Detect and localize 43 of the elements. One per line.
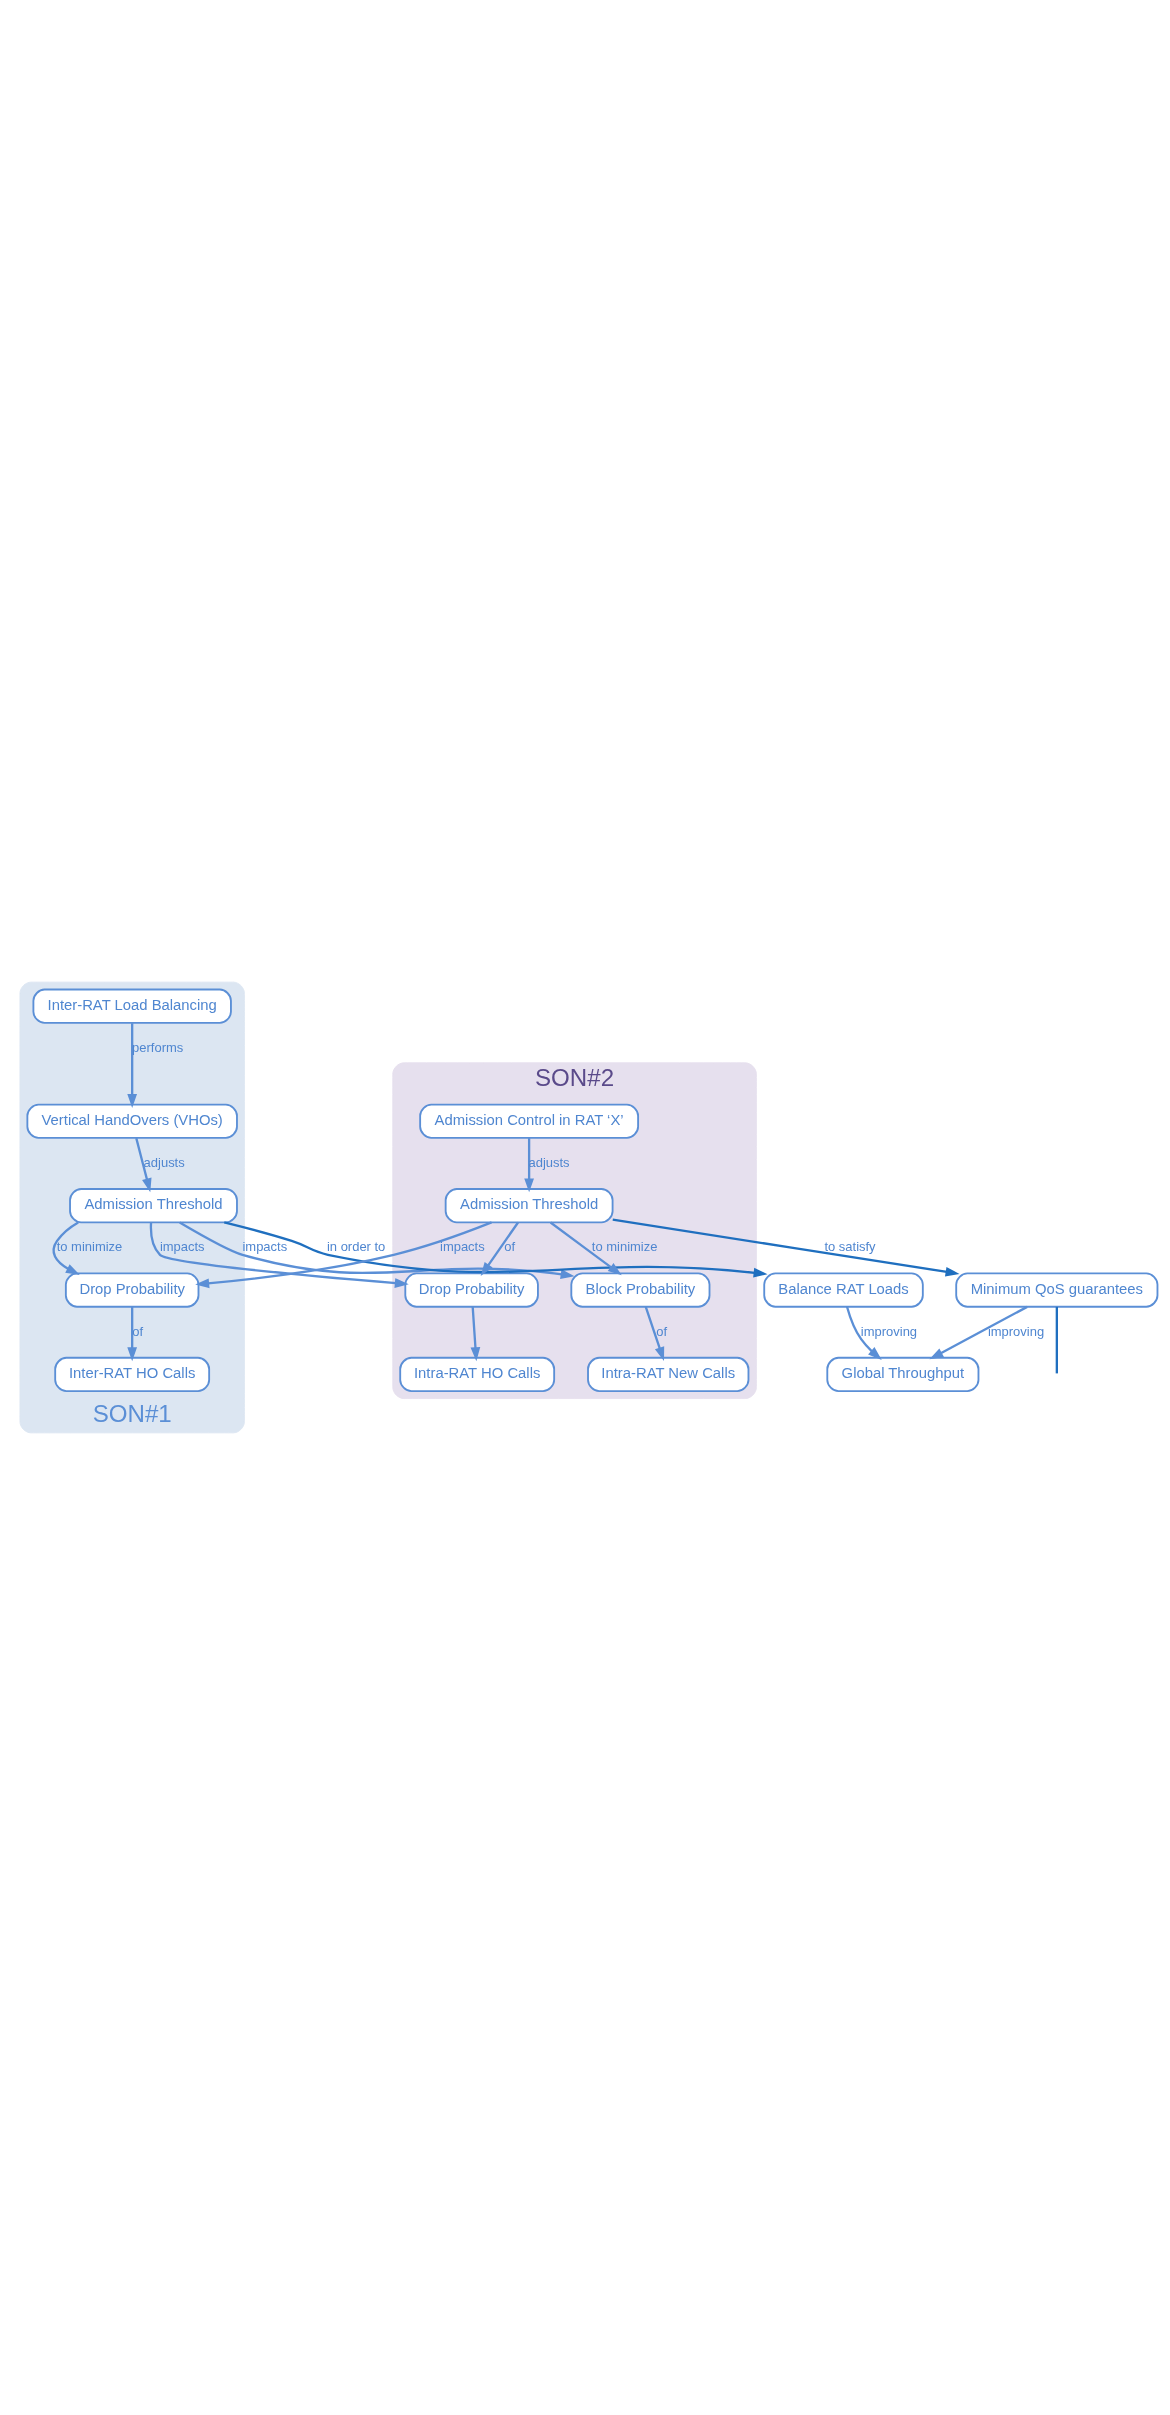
edge-label: of <box>656 1323 668 1339</box>
edge-label: to satisfy <box>824 1239 876 1255</box>
connector <box>1055 1306 1058 1374</box>
node-box: Minimum QoS guarantees <box>955 1272 1159 1308</box>
edge-label: to minimize <box>591 1239 658 1255</box>
arrow <box>524 1138 534 1193</box>
arrow <box>845 1306 882 1360</box>
edge-label: improving <box>860 1323 918 1339</box>
node-box: Admission Control in RAT ‘X’ <box>419 1103 640 1139</box>
arrow <box>224 1221 768 1278</box>
edge-label: impacts <box>440 1239 485 1255</box>
arrow <box>179 1221 575 1280</box>
node-box: Intra-RAT HO Calls <box>399 1356 556 1393</box>
edge-label: adjusts <box>143 1154 185 1170</box>
edge-label: impacts <box>242 1239 288 1255</box>
arrow <box>149 1222 409 1288</box>
arrow <box>480 1221 519 1277</box>
arrow <box>127 1023 138 1108</box>
node-box: Balance RAT Loads <box>763 1272 924 1308</box>
node-box: Inter-RAT Load Balancing <box>32 988 232 1024</box>
node-box: Drop Probability <box>404 1272 539 1308</box>
node-box: Vertical HandOvers (VHOs) <box>26 1103 238 1139</box>
node-box: Block Probability <box>570 1272 711 1308</box>
arrow <box>135 1137 152 1193</box>
arrow <box>644 1306 665 1361</box>
arrow <box>195 1221 492 1289</box>
node-box: Admission Threshold <box>69 1188 238 1224</box>
node-box: Inter-RAT HO Calls <box>54 1356 211 1393</box>
edge-label: in order to <box>326 1239 386 1255</box>
arrow <box>929 1305 1028 1360</box>
node-box: Drop Probability <box>64 1272 200 1308</box>
node-box: Global Throughput <box>826 1356 980 1393</box>
edge-label: to minimize <box>56 1239 123 1255</box>
edge-label: performs <box>132 1039 184 1055</box>
edge-label: impacts <box>159 1239 205 1255</box>
arrow <box>470 1306 481 1362</box>
arrow <box>549 1221 622 1276</box>
edge-label: improving <box>987 1323 1045 1339</box>
node-box: Admission Threshold <box>444 1188 614 1224</box>
edge-label: of <box>504 1239 516 1255</box>
arrow <box>52 1221 80 1275</box>
arrow <box>612 1218 960 1277</box>
node-box: Intra-RAT New Calls <box>587 1356 750 1393</box>
